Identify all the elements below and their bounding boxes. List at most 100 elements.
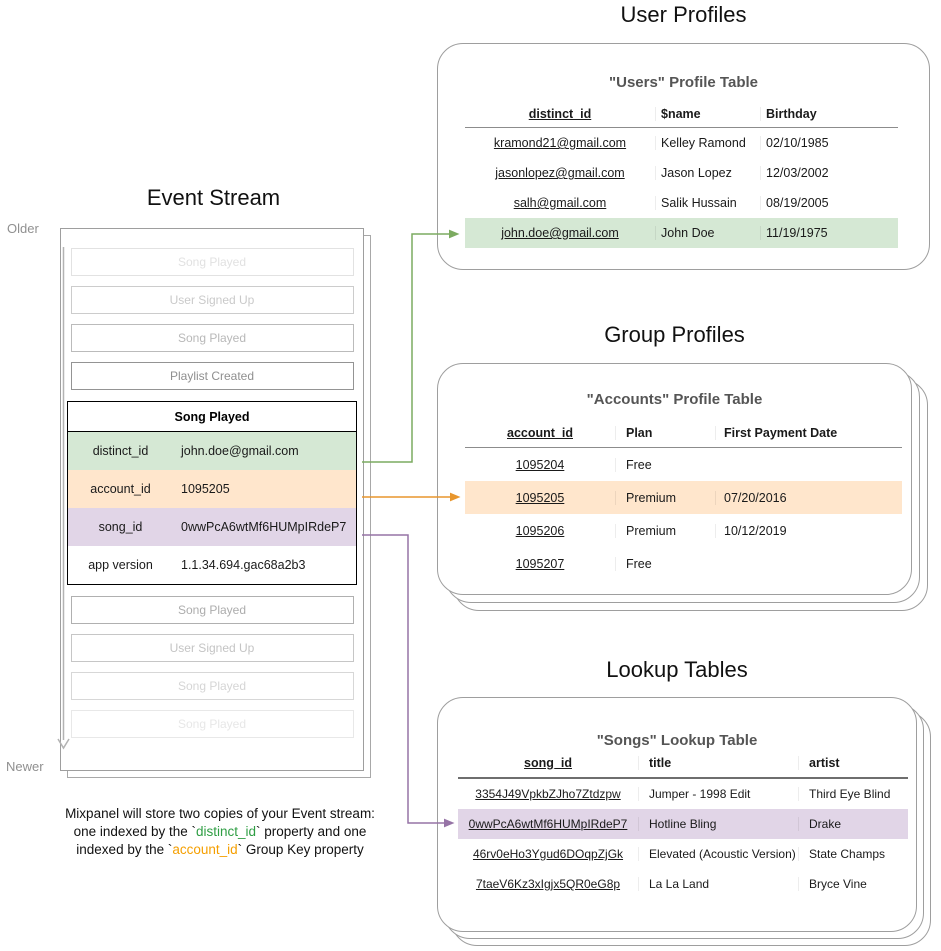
group-profiles-title: Group Profiles — [604, 322, 745, 347]
cell: 1095205 — [515, 490, 565, 505]
cell: 07/20/2016 — [715, 490, 902, 505]
property-key: distinct_id — [92, 444, 149, 458]
cell: Jumper - 1998 Edit — [638, 787, 798, 801]
event-property-row: song_id 0wwPcA6wtMf6HUMpIRdeP7 — [68, 508, 356, 546]
cell: Free — [615, 556, 715, 571]
column-header: account_id — [507, 425, 573, 440]
event-box: Song Played — [70, 248, 354, 276]
column-header: artist — [798, 755, 908, 770]
table-row: 1095204 Free — [465, 448, 902, 481]
property-value: 1095205 — [181, 482, 230, 496]
table-row: 1095207 Free — [465, 547, 902, 580]
cell: 1095206 — [515, 523, 565, 538]
column-header: First Payment Date — [715, 425, 902, 440]
cell: Bryce Vine — [798, 877, 908, 891]
column-header: Plan — [615, 425, 715, 440]
event-box: Playlist Created — [70, 362, 354, 390]
cell: Jason Lopez — [655, 166, 760, 180]
property-key: app version — [88, 558, 153, 572]
cell: Drake — [798, 817, 908, 831]
cell: 1095204 — [515, 457, 565, 472]
user-profiles-title: User Profiles — [620, 2, 747, 27]
cell: 11/19/1975 — [760, 226, 898, 240]
cell: salh@gmail.com — [513, 196, 607, 210]
cell: 7taeV6Kz3xIgjx5QR0eG8p — [475, 877, 621, 891]
event-box: User Signed Up — [70, 634, 354, 662]
active-event-title: Song Played — [68, 402, 356, 432]
event-stream-title: Event Stream — [146, 185, 281, 210]
property-value: 0wwPcA6wtMf6HUMpIRdeP7 — [181, 520, 347, 534]
event-box: Song Played — [70, 596, 354, 624]
column-header: Birthday — [760, 106, 898, 121]
newer-label: Newer — [6, 759, 44, 774]
column-header: distinct_id — [528, 106, 592, 121]
cell: Elevated (Acoustic Version) — [638, 847, 798, 861]
caption-line-2: one indexed by the `distinct_id` propert… — [73, 824, 367, 839]
cell: 3354J49VpkbZJho7Ztdzpw — [475, 787, 621, 801]
cell: Third Eye Blind — [798, 787, 908, 801]
cell: State Champs — [798, 847, 908, 861]
column-header: title — [638, 755, 798, 770]
cell: Hotline Bling — [638, 817, 798, 831]
distinct-id-keyword: distinct_id — [195, 824, 257, 839]
cell: jasonlopez@gmail.com — [495, 166, 625, 180]
caption-line-1: Mixpanel will store two copies of your E… — [65, 806, 375, 821]
event-box: Song Played — [70, 672, 354, 700]
property-key: account_id — [90, 482, 151, 496]
cell: kramond21@gmail.com — [493, 136, 627, 150]
group-profiles-card — [437, 363, 912, 595]
caption-line-3: indexed by the `account_id` Group Key pr… — [76, 842, 364, 857]
event-property-row: account_id 1095205 — [68, 470, 356, 508]
column-header: song_id — [524, 755, 572, 770]
songs-table-title: "Songs" Lookup Table — [596, 732, 758, 749]
cell: 46rv0eHo3Ygud6DOqpZjGk — [472, 847, 624, 861]
property-key: song_id — [98, 520, 143, 534]
caption: Mixpanel will store two copies of your E… — [30, 805, 410, 859]
cell: 10/12/2019 — [715, 523, 902, 538]
active-event-card: Song Played distinct_id john.doe@gmail.co… — [67, 401, 357, 585]
accounts-table-title: "Accounts" Profile Table — [586, 391, 763, 408]
cell: La La Land — [638, 877, 798, 891]
cell: Free — [615, 457, 715, 472]
property-value: john.doe@gmail.com — [181, 444, 299, 458]
cell: 08/19/2005 — [760, 196, 898, 210]
cell: Premium — [615, 490, 715, 505]
cell: Premium — [615, 523, 715, 538]
event-box: Song Played — [70, 710, 354, 738]
event-property-row: app version 1.1.34.694.gac68a2b3 — [68, 546, 356, 584]
property-value: 1.1.34.694.gac68a2b3 — [181, 558, 306, 572]
cell: john.doe@gmail.com — [501, 226, 619, 240]
users-table-title: "Users" Profile Table — [609, 74, 758, 91]
table-row: 46rv0eHo3Ygud6DOqpZjGk Elevated (Acoustic… — [458, 839, 908, 869]
table-row: 3354J49VpkbZJho7Ztdzpw Jumper - 1998 Edit… — [458, 779, 908, 809]
cell: 02/10/1985 — [760, 136, 898, 150]
active-event-properties: distinct_id john.doe@gmail.com account_id 1… — [68, 432, 356, 584]
event-property-row: distinct_id john.doe@gmail.com — [68, 432, 356, 470]
cell: 1095207 — [515, 556, 565, 571]
cell: Kelley Ramond — [655, 136, 760, 150]
older-label: Older — [7, 221, 39, 236]
column-header: $name — [655, 106, 760, 121]
event-box: User Signed Up — [70, 286, 354, 314]
cell: 12/03/2002 — [760, 166, 898, 180]
cell: 0wwPcA6wtMf6HUMpIRdeP7 — [468, 817, 628, 831]
cell: John Doe — [655, 226, 760, 240]
cell: Salik Hussain — [655, 196, 760, 210]
lookup-tables-title: Lookup Tables — [606, 657, 748, 682]
event-box: Song Played — [70, 324, 354, 352]
account-id-keyword: account_id — [172, 842, 238, 857]
